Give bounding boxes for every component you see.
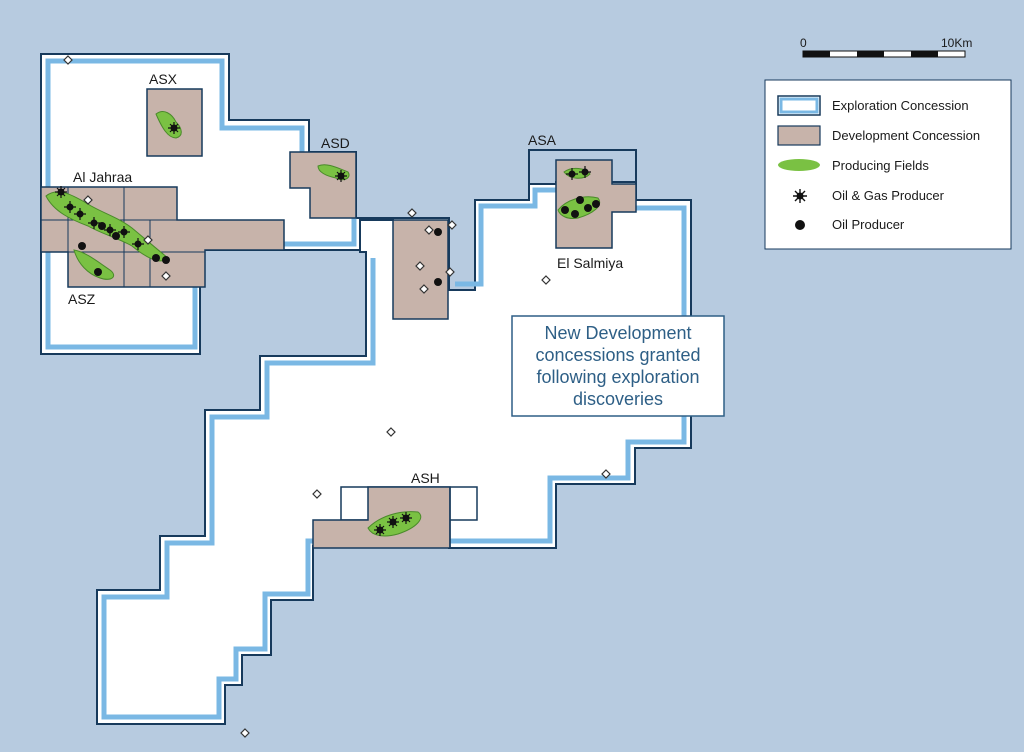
callout-line-3: following exploration (536, 367, 699, 387)
well-icon (447, 220, 457, 230)
legend: Exploration Concession Development Conce… (764, 79, 1012, 250)
scale-end-label: 10Km (941, 36, 972, 50)
oil-producer-icon (584, 204, 592, 212)
well-icon (83, 195, 93, 205)
callout-box: New Development concessions granted foll… (511, 315, 725, 417)
oil-gas-producer-icon (335, 170, 347, 182)
scale-bar: 0 10Km (800, 36, 972, 58)
label-asx: ASX (149, 71, 178, 87)
callout-line-1: New Development (544, 323, 691, 343)
oil-gas-producer-icon (579, 166, 591, 178)
oil-producer-icon (434, 228, 442, 236)
oil-gas-producer-icon (387, 516, 399, 528)
well-icon (143, 235, 153, 245)
label-al-jahraa: Al Jahraa (73, 169, 132, 185)
label-asz: ASZ (68, 291, 96, 307)
producing-field-al-jahraa-south (73, 249, 115, 280)
well-icon (407, 208, 417, 218)
oil-gas-producer-icon (374, 524, 386, 536)
callout-line-4: discoveries (573, 389, 663, 409)
label-el-salmiya: El Salmiya (557, 255, 623, 271)
oil-producer-icon (162, 256, 170, 264)
oil-gas-producer-icon (74, 208, 86, 220)
legend-label-development-concession: Development Concession (832, 128, 980, 143)
oil-producer-icon (98, 222, 106, 230)
oil-gas-producers (55, 122, 591, 536)
oil-gas-producer-icon (400, 512, 412, 524)
oil-producer-icon (571, 210, 579, 218)
oil-producer-icon (94, 268, 102, 276)
label-asa: ASA (528, 132, 557, 148)
well-icon (445, 267, 455, 277)
producing-field-swatch (778, 159, 820, 171)
oil-producer-icon (112, 232, 120, 240)
producing-field-asx (155, 111, 182, 139)
legend-label-oil-gas-producer: Oil & Gas Producer (832, 188, 945, 203)
oil-gas-producer-icon (88, 217, 100, 229)
well-icon (419, 284, 429, 294)
oil-gas-producer-icon (168, 122, 180, 134)
legend-label-producing-fields: Producing Fields (832, 158, 929, 173)
oil-gas-producer-icon (104, 224, 116, 236)
label-asd: ASD (321, 135, 350, 151)
exploration-wells (63, 55, 611, 738)
oil-producer-icon (152, 254, 160, 262)
producing-field-asa-south (557, 196, 600, 219)
callout-line-2: concessions granted (535, 345, 700, 365)
oil-gas-producer-icon (118, 226, 130, 238)
well-icon (415, 261, 425, 271)
oil-producer-icon (576, 196, 584, 204)
legend-label-exploration-concession: Exploration Concession (832, 98, 969, 113)
well-icon (601, 469, 611, 479)
oil-producer-icon (795, 220, 805, 230)
well-icon (424, 225, 434, 235)
oil-gas-producer-icon (566, 168, 578, 180)
well-icon (541, 275, 551, 285)
oil-gas-producer-icon (793, 189, 807, 203)
well-icon (240, 728, 250, 738)
legend-label-oil-producer: Oil Producer (832, 217, 905, 232)
oil-gas-producer-icon (64, 201, 76, 213)
oil-producer-icon (434, 278, 442, 286)
oil-gas-producer-icon (55, 186, 67, 198)
well-icon (161, 271, 171, 281)
exploration-concession-swatch (777, 95, 821, 116)
well-icon (386, 427, 396, 437)
oil-producer-icon (78, 242, 86, 250)
well-icon (312, 489, 322, 499)
oil-producer-icon (592, 200, 600, 208)
oil-gas-producer-icon (132, 238, 144, 250)
well-icon (63, 55, 73, 65)
label-ash: ASH (411, 470, 440, 486)
development-concession-swatch (777, 125, 821, 146)
oil-producer-icon (561, 206, 569, 214)
oil-producers (78, 196, 600, 286)
scale-start-label: 0 (800, 36, 807, 50)
